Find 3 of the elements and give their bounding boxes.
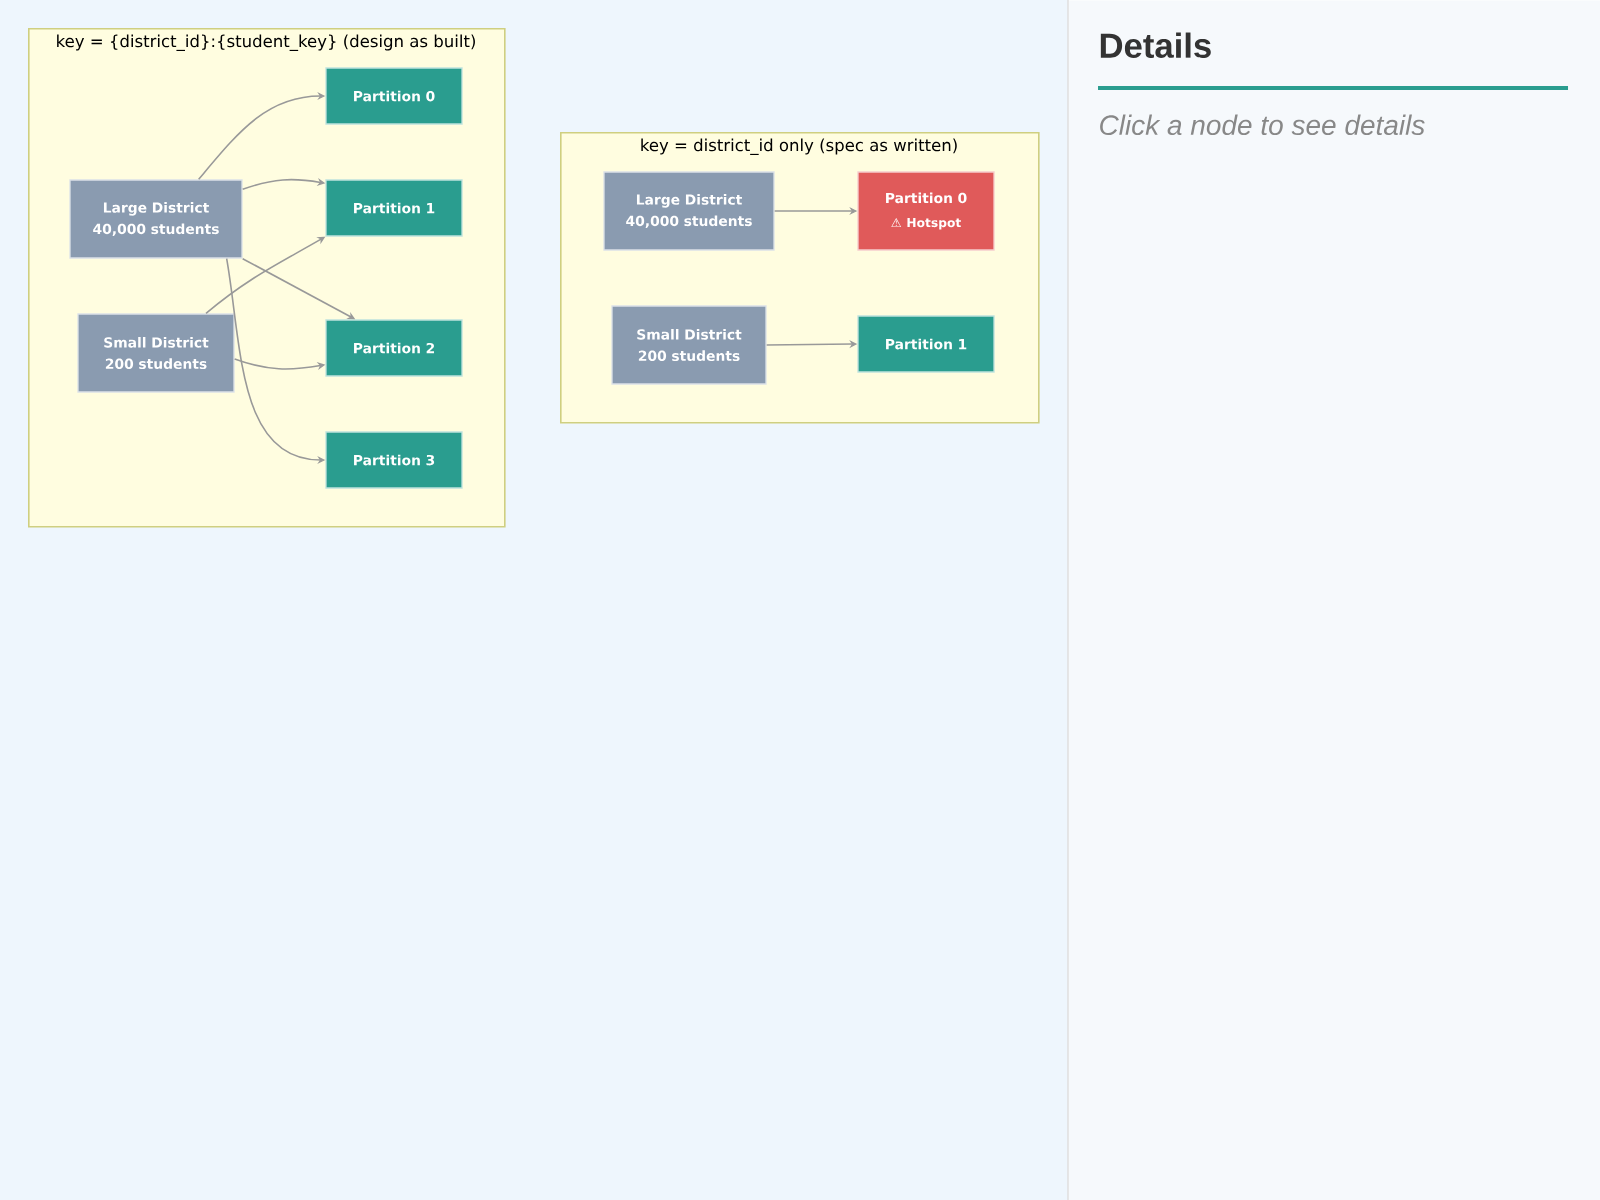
group-title: key = district_id only (spec as written) (641, 138, 957, 155)
group-title: key = {district_id}:{student_key} (design as built) (57, 34, 475, 51)
hint-text: Click a node to see details (1100, 114, 1425, 136)
